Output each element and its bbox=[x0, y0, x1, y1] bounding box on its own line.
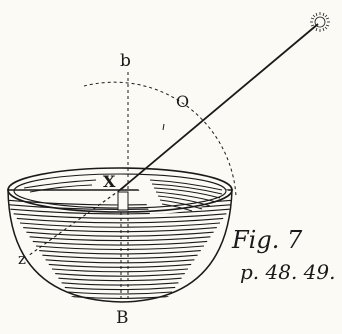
figure-caption: Fig. 7 bbox=[232, 226, 303, 254]
page-reference: p. 48. 49. bbox=[240, 260, 336, 284]
hatch-line bbox=[23, 227, 217, 233]
hatch-line bbox=[45, 259, 195, 264]
label-o: O bbox=[176, 92, 190, 111]
hatch-line bbox=[67, 291, 173, 295]
sun-icon bbox=[310, 12, 330, 32]
hatch-line bbox=[58, 277, 182, 282]
hatch-line bbox=[42, 254, 198, 259]
bowl-rim-outer bbox=[7, 167, 233, 213]
hatch-line bbox=[55, 273, 185, 277]
hatch-line bbox=[13, 213, 227, 219]
hatch-line bbox=[19, 222, 221, 228]
hatch-line bbox=[61, 282, 179, 286]
tick-mark bbox=[162, 123, 165, 131]
hatch-line bbox=[51, 268, 189, 273]
hatch-line bbox=[48, 263, 192, 268]
hatch-line bbox=[64, 286, 176, 291]
hatch-line bbox=[39, 250, 201, 255]
label-b: b bbox=[120, 51, 131, 71]
hatch-line bbox=[26, 231, 214, 237]
hatch-line bbox=[32, 240, 208, 246]
bowl-body bbox=[7, 189, 233, 303]
hatch-line bbox=[16, 217, 224, 224]
hatch-line bbox=[71, 296, 169, 299]
hatch-line bbox=[29, 236, 211, 242]
label-x: X bbox=[103, 172, 116, 191]
sun-ray bbox=[119, 23, 319, 191]
center-mark bbox=[117, 191, 129, 211]
label-z: z bbox=[18, 250, 26, 268]
refracted-ray-dashed bbox=[27, 189, 121, 257]
hatch-line bbox=[35, 245, 205, 251]
hatch-line bbox=[10, 208, 230, 215]
label-B: B bbox=[116, 308, 129, 328]
